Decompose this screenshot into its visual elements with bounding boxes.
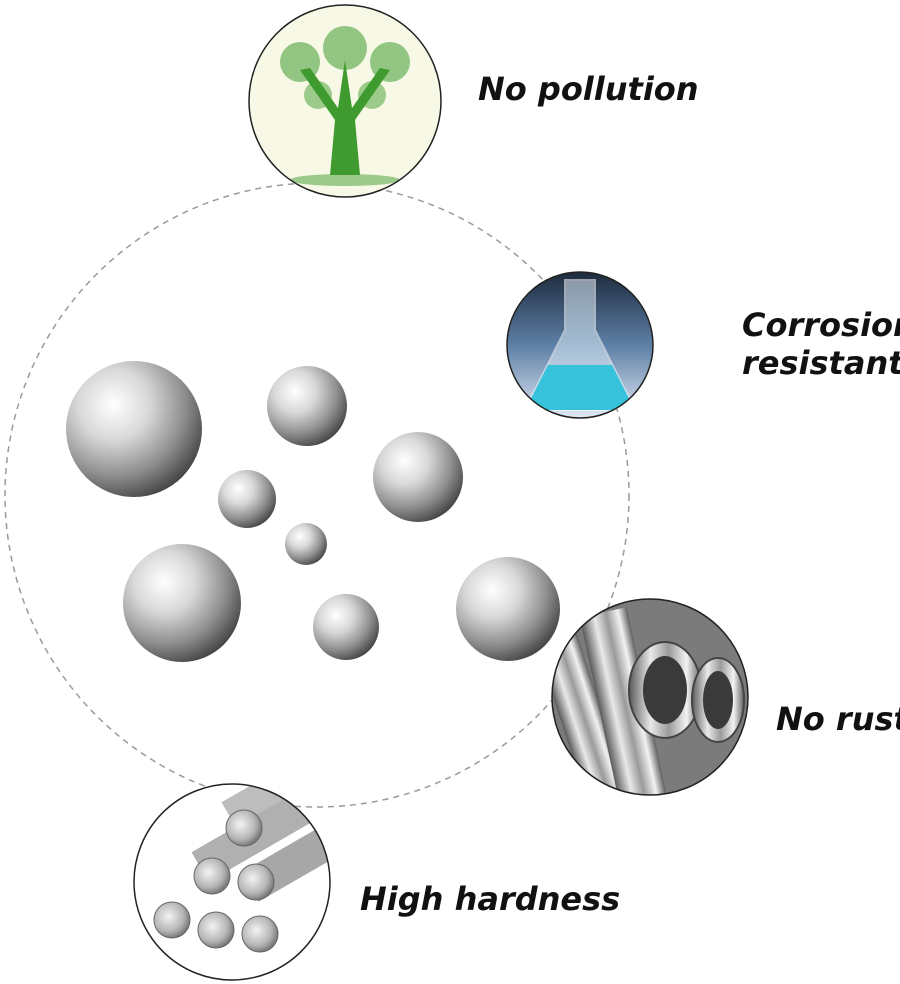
lab-flask-badge <box>506 271 654 419</box>
steel-ball-icon <box>267 366 347 446</box>
steel-rods-badge <box>133 783 331 981</box>
steel-tubes-badge <box>551 598 749 796</box>
tree-icon <box>280 26 410 186</box>
steel-ball-icon <box>456 557 560 661</box>
feature-label-line: No rust <box>776 700 900 738</box>
steel-ball-icon <box>218 470 276 528</box>
steel-ball-icon <box>285 523 327 565</box>
steel-balls-group <box>66 361 560 662</box>
steel-ball-icon <box>313 594 379 660</box>
feature-label-line: No pollution <box>478 70 699 108</box>
feature-label-no-pollution: No pollution <box>478 70 699 108</box>
feature-label-line: Corrosion <box>742 306 900 344</box>
steel-ball-icon <box>66 361 202 497</box>
steel-ball-icon <box>373 432 463 522</box>
feature-label-high-hardness: High hardness <box>360 880 620 918</box>
feature-label-line: High hardness <box>360 880 621 918</box>
feature-label-corrosion-resistant: Corrosion resistant <box>742 306 900 382</box>
steel-ball-icon <box>123 544 241 662</box>
dashed-ring <box>4 182 630 808</box>
tree-badge <box>248 4 442 198</box>
flask-icon <box>523 279 637 411</box>
feature-label-no-rust: No rust <box>776 700 900 738</box>
feature-label-line: resistant <box>742 344 900 382</box>
